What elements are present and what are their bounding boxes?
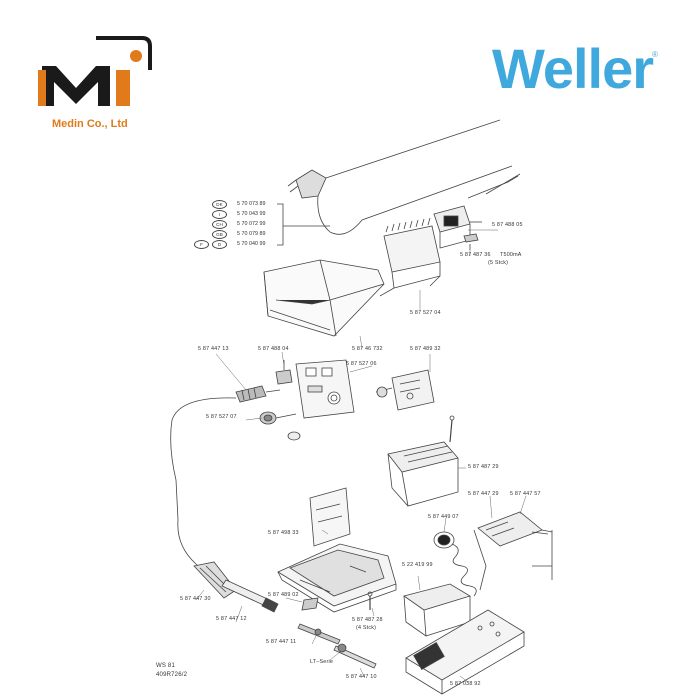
brand-logo: Weller — [492, 37, 654, 100]
country-badge-ch: CH — [212, 220, 227, 229]
label-series: LT–Serie — [310, 659, 334, 665]
label-shield: 5 87 498 33 — [268, 530, 299, 536]
country-badge-gb: GB — [212, 230, 227, 239]
model-label: WS 81 — [156, 663, 176, 669]
country-badge-f: F — [194, 240, 209, 249]
cord-part-ch: 5 70 072 99 — [237, 221, 266, 227]
country-badge-d: D — [212, 240, 227, 249]
drawing-number: 409R726/2 — [156, 672, 188, 678]
label-front-panel: 5 87 527 06 — [346, 361, 377, 367]
label-socket: 5 87 488 05 — [492, 222, 523, 228]
cord-part-i: 5 70 043 99 — [237, 211, 266, 217]
label-connector: 5 87 527 07 — [206, 414, 237, 420]
label-screw-qty: (4 Stck) — [356, 625, 377, 631]
registered-mark: ® — [652, 50, 658, 59]
country-badge-i: I — [212, 210, 227, 219]
label-base: 5 87 038 92 — [450, 681, 481, 687]
label-screw: 5 87 487 28 — [352, 617, 383, 623]
label-cover: 5 87 527 04 — [410, 310, 441, 316]
cord-part-dk: 5 70 073 89 — [237, 201, 266, 207]
label-tip: 5 87 447 10 — [346, 674, 377, 680]
label-board: 5 87 489 32 — [410, 346, 441, 352]
label-tip-holder: 5 87 447 57 — [510, 491, 541, 497]
cord-part-d: 5 70 040 99 — [237, 241, 266, 247]
label-sponge-holder: 5 87 447 29 — [468, 491, 499, 497]
country-badge-dk: DK — [212, 200, 227, 209]
label-fuse-qty: (5 Stck) — [488, 260, 509, 266]
label-switch: 5 87 488 04 — [258, 346, 289, 352]
label-fuse-rating: T500mA — [500, 252, 522, 258]
company-name: Medin Co., Ltd — [52, 118, 128, 130]
label-sleeve: 5 87 447 12 — [216, 616, 247, 622]
label-iron-cable: 5 87 447 13 — [198, 346, 229, 352]
label-panel-cover: 5 87 46 732 — [352, 346, 383, 352]
cord-part-gb: 5 70 079 89 — [237, 231, 266, 237]
label-heater: 5 87 447 11 — [266, 639, 297, 645]
label-stand-spring: 5 87 449 07 — [428, 514, 459, 520]
label-transformer: 5 87 487 29 — [468, 464, 499, 470]
label-handle: 5 87 447 30 — [180, 596, 211, 602]
medin-logo-icon — [38, 36, 152, 106]
label-latch: 5 87 489 02 — [268, 592, 299, 598]
label-sponge: 5 22 419 99 — [402, 562, 433, 568]
label-fuse-part: 5 87 487 36 — [460, 252, 491, 258]
